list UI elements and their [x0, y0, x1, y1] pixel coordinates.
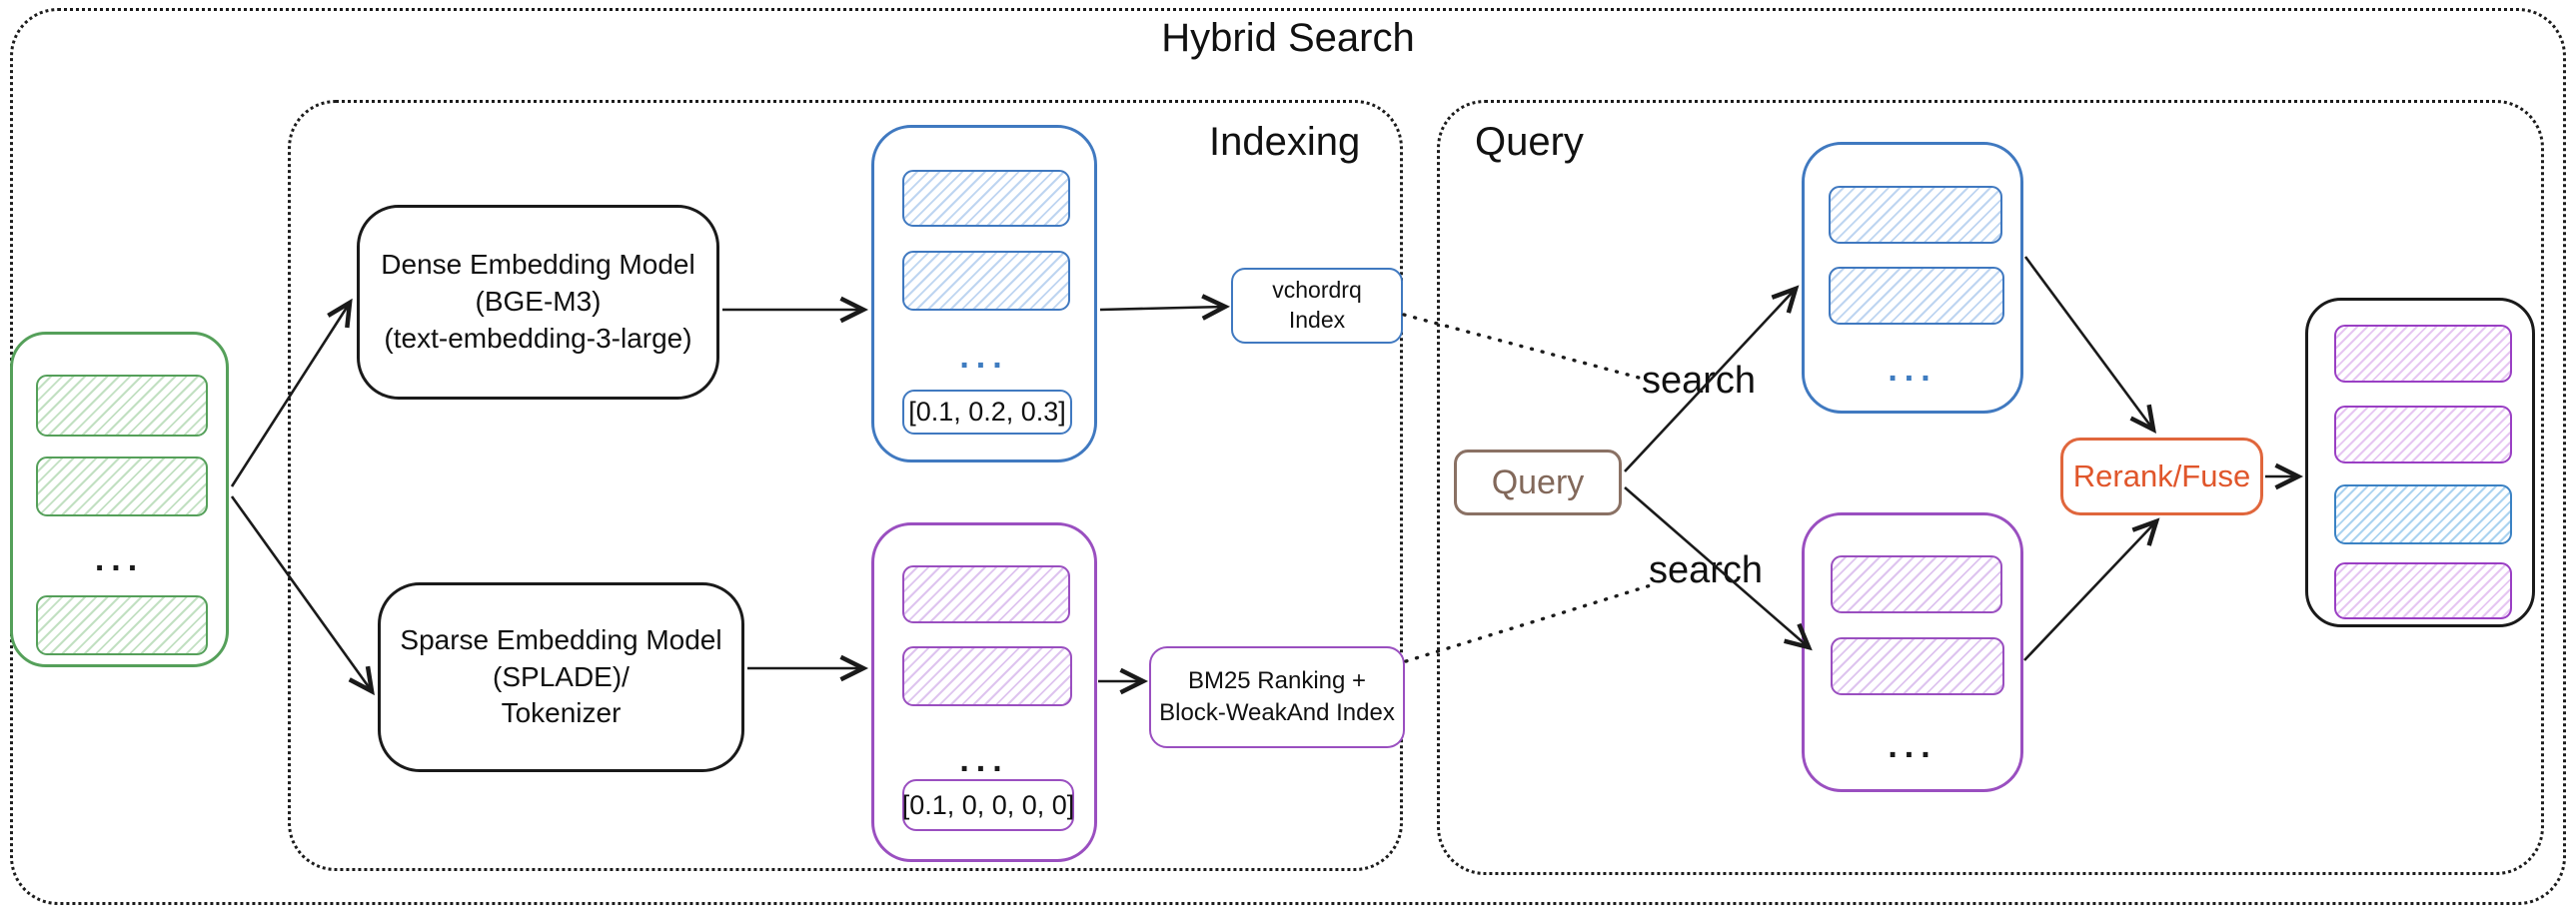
query-section-frame: [1437, 100, 2544, 875]
source-docs-ellipsis: ...: [94, 540, 145, 578]
search-label-sparse: search: [1649, 549, 1764, 591]
diagram-title: Hybrid Search: [1161, 16, 1415, 60]
source-documents-box: ...: [10, 332, 229, 667]
dense-vectors-ellipsis: ...: [959, 338, 1009, 376]
source-doc-chip: [36, 457, 208, 516]
bm25-index-line: BM25 Ranking +: [1187, 666, 1367, 694]
query-dense-chip: [1829, 186, 2002, 244]
query-dense-results-box: ...: [1802, 142, 2023, 414]
query-sparse-results-box: ...: [1802, 512, 2023, 792]
fused-result-chip-dense: [2334, 484, 2512, 544]
sparse-vectors-ellipsis: ...: [959, 741, 1009, 779]
vchordrq-index-box: vchordrq Index: [1231, 268, 1403, 344]
query-dense-ellipsis: ...: [1888, 351, 1937, 389]
dense-embedding-model-box: Dense Embedding Model (BGE-M3) (text-emb…: [357, 205, 719, 400]
indexing-section-label: Indexing: [1209, 120, 1361, 164]
query-sparse-ellipsis: ...: [1888, 727, 1937, 765]
fused-result-chip-sparse: [2334, 325, 2512, 383]
dense-vectors-box: ... [0.1, 0.2, 0.3]: [871, 125, 1097, 462]
sparse-model-line: Tokenizer: [501, 697, 622, 729]
dense-model-line: (BGE-M3): [475, 286, 602, 318]
bm25-index-box: BM25 Ranking + Block-WeakAnd Index: [1149, 646, 1405, 748]
rerank-fuse-box: Rerank/Fuse: [2060, 438, 2263, 515]
query-section-label: Query: [1475, 120, 1584, 164]
sparse-sample-vector: [0.1, 0, 0, 0, 0]: [902, 779, 1074, 831]
fused-results-box: [2305, 298, 2535, 627]
dense-sample-vector: [0.1, 0.2, 0.3]: [902, 390, 1072, 435]
vchordrq-index-line: vchordrq: [1272, 277, 1362, 304]
dense-vector-chip: [902, 170, 1070, 227]
dense-model-line: Dense Embedding Model: [381, 249, 695, 281]
dense-model-line: (text-embedding-3-large): [384, 322, 692, 354]
query-sparse-chip: [1831, 637, 2004, 695]
sparse-embedding-model-box: Sparse Embedding Model (SPLADE)/ Tokeniz…: [378, 582, 744, 772]
sparse-vector-chip: [902, 565, 1070, 623]
vchordrq-index-line: Index: [1288, 307, 1346, 333]
sparse-vectors-box: ... [0.1, 0, 0, 0, 0]: [871, 522, 1097, 862]
sparse-vector-chip: [902, 646, 1072, 706]
fused-result-chip-sparse: [2334, 562, 2512, 619]
query-sparse-chip: [1831, 555, 2002, 613]
query-input-box: Query: [1454, 450, 1622, 515]
fused-result-chip-sparse: [2334, 406, 2512, 463]
search-label-dense: search: [1642, 360, 1757, 402]
source-doc-chip: [36, 375, 208, 437]
source-doc-chip: [36, 595, 208, 655]
dense-vector-chip: [902, 251, 1070, 311]
sparse-model-line: (SPLADE)/: [493, 660, 630, 692]
query-dense-chip: [1829, 267, 2004, 325]
bm25-index-line: Block-WeakAnd Index: [1159, 699, 1395, 726]
sparse-model-line: Sparse Embedding Model: [400, 623, 722, 655]
